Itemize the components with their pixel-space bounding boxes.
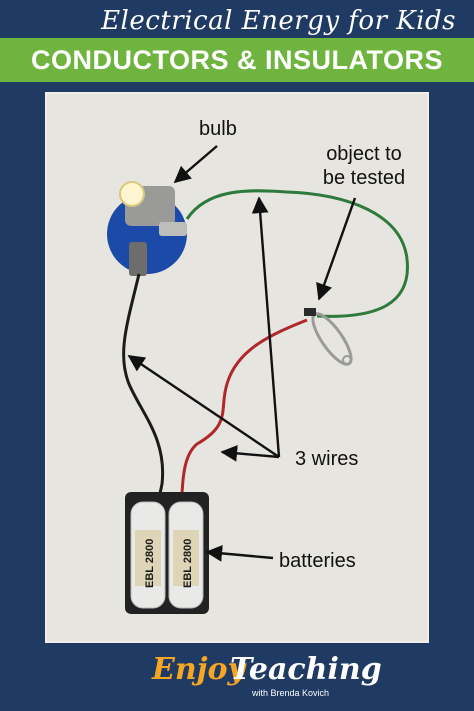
logo-teaching: Teaching <box>230 652 382 687</box>
annotation-arrows <box>127 145 357 562</box>
battery-pack: EBL 2800 EBL 2800 <box>125 492 209 614</box>
enjoy-teaching-logo[interactable]: Enjoy Teaching with Brenda Kovich <box>0 652 474 704</box>
red-wire <box>180 318 308 495</box>
logo-enjoy: Enjoy <box>152 652 245 687</box>
safety-pin <box>304 308 353 366</box>
series-title: Electrical Energy for Kids <box>101 6 456 36</box>
battery-label-right: EBL 2800 <box>182 539 194 588</box>
label-object-to-be-tested: object to be tested <box>309 142 419 190</box>
wire-arrow-black <box>127 355 280 458</box>
green-wire <box>185 189 409 318</box>
circuit-illustration: EBL 2800 EBL 2800 <box>107 145 409 614</box>
label-batteries: batteries <box>279 550 356 572</box>
object-arrow <box>316 197 357 301</box>
bulb-terminal <box>159 222 187 236</box>
bulb-clip <box>129 242 147 276</box>
wire-arrow-green <box>251 196 281 458</box>
label-object-line1: object to <box>326 143 402 165</box>
circuit-photo: EBL 2800 EBL 2800 bulb object to be tes <box>45 92 429 643</box>
banner-title: CONDUCTORS & INSULATORS <box>30 45 444 75</box>
bulb-glass <box>119 181 145 207</box>
battery-arrow <box>205 545 274 562</box>
label-3-wires: 3 wires <box>295 448 359 470</box>
bulb-arrow <box>173 145 218 184</box>
logo-subtitle: with Brenda Kovich <box>252 688 330 698</box>
battery-label-left: EBL 2800 <box>144 539 156 588</box>
label-bulb: bulb <box>199 118 237 140</box>
label-object-line2: be tested <box>322 167 406 189</box>
wire-arrow-red <box>220 444 280 462</box>
title-banner: CONDUCTORS & INSULATORS <box>0 38 474 82</box>
black-wire <box>122 273 165 501</box>
